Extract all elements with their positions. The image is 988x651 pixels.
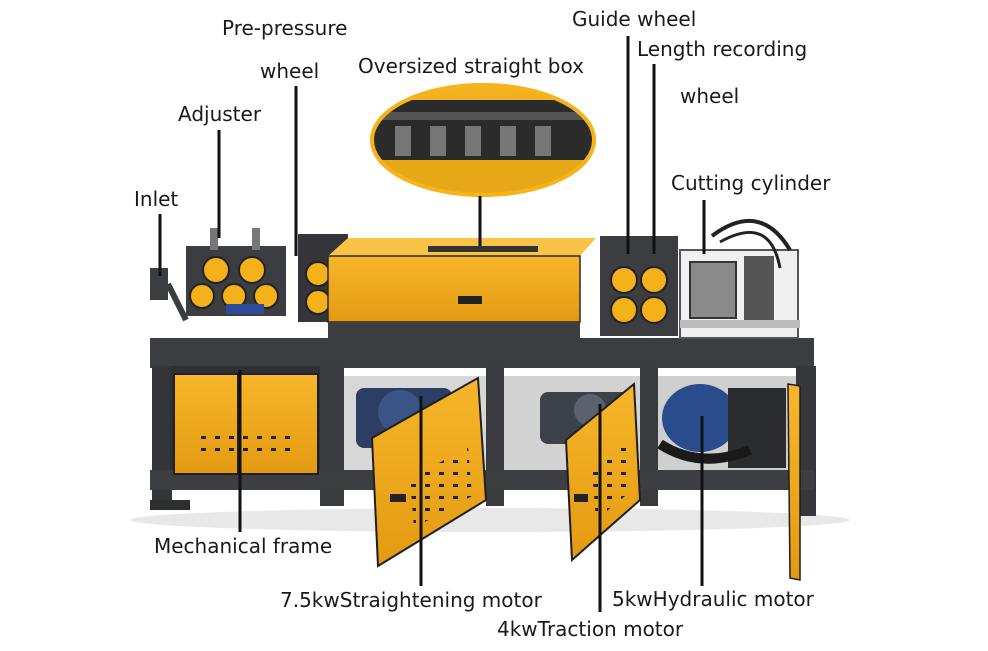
length-recording-wheel-label: Length recording [637, 37, 808, 61]
hydraulic-motor [657, 384, 786, 468]
door-right [787, 383, 801, 581]
oversized-box-zoom [370, 83, 596, 197]
leader-lines [158, 36, 706, 612]
door-left [370, 376, 488, 568]
mechanical-frame-label: Mechanical frame [154, 534, 333, 558]
adjuster-label: Adjuster [178, 102, 262, 126]
straightening-motor-label: 7.5kwStraightening motor [280, 588, 542, 612]
guide-wheel-label: Guide wheel [572, 7, 697, 31]
floor-shadow [130, 508, 850, 532]
inlet-label: Inlet [134, 187, 179, 211]
length-recording-wheel-label-line2: wheel [680, 84, 740, 108]
left-panel [173, 373, 319, 475]
oversized-straight-box-label: Oversized straight box [358, 54, 584, 78]
hydraulic-motor-label: 5kwHydraulic motor [612, 587, 814, 611]
guide-length-wheels [600, 236, 678, 336]
traction-motor-label: 4kwTraction motor [497, 617, 684, 641]
pre-pressure-wheel-label: Pre-pressure [222, 16, 348, 40]
pre-pressure-unit [186, 228, 286, 316]
cutting-cylinder-label: Cutting cylinder [671, 171, 831, 195]
cutting-cylinder-part [679, 219, 800, 339]
straightening-box [327, 238, 596, 338]
inlet-part [150, 268, 189, 322]
pre-pressure-wheel-label-line2: wheel [260, 59, 320, 83]
